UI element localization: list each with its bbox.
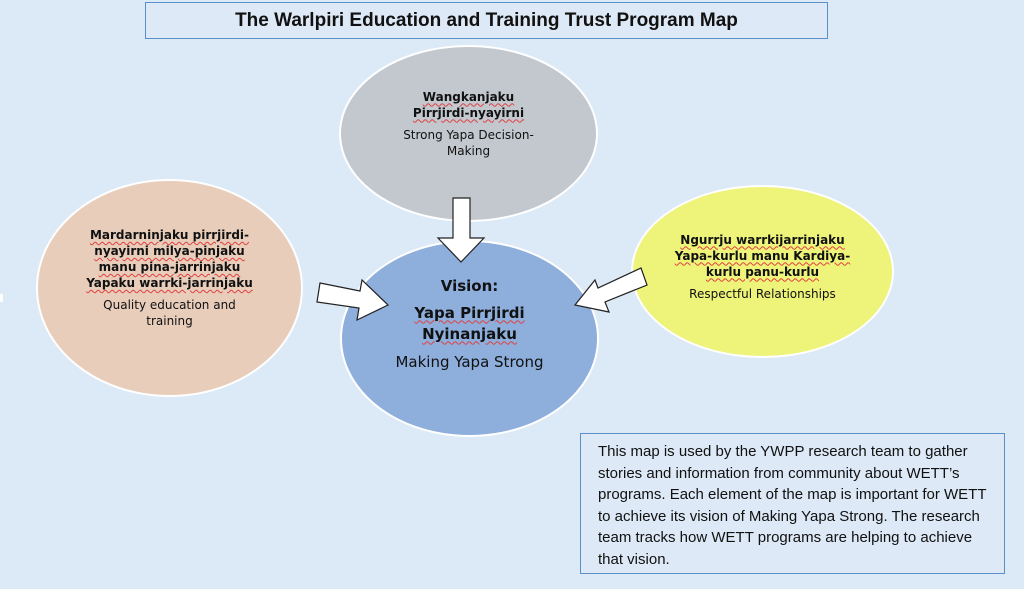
node-education-training: Mardarninjaku pirrjirdi-nyayirni milya-p… [36, 179, 303, 397]
edge-marker [0, 294, 3, 302]
arrow-right-icon [316, 278, 390, 322]
vision-english-text: Making Yapa Strong [395, 352, 544, 371]
node-warlpiri-text: Ngurrju warrkijarrinjaku Yapa-kurlu manu… [674, 232, 851, 279]
description-note: This map is used by the YWPP research te… [580, 433, 1005, 574]
node-warlpiri-text: Wangkanjaku Pirrjirdi-nyayirni [412, 89, 525, 120]
arrow-down-icon [436, 197, 486, 263]
arrow-left-icon [573, 267, 648, 313]
node-english-text: Strong Yapa Decision-Making [403, 127, 534, 158]
node-vision: Vision: Yapa Pirrjirdi Nyinanjaku Making… [340, 240, 599, 437]
node-warlpiri-text: Mardarninjaku pirrjirdi-nyayirni milya-p… [86, 228, 253, 290]
vision-label: Vision: [440, 276, 499, 295]
vision-warlpiri-text: Yapa Pirrjirdi Nyinanjaku [414, 303, 525, 343]
node-english-text: Respectful Relationships [689, 286, 836, 301]
node-respectful-relationships: Ngurrju warrkijarrinjaku Yapa-kurlu manu… [631, 185, 894, 358]
page-title: The Warlpiri Education and Training Trus… [145, 2, 828, 39]
node-english-text: Quality education and training [103, 298, 236, 328]
